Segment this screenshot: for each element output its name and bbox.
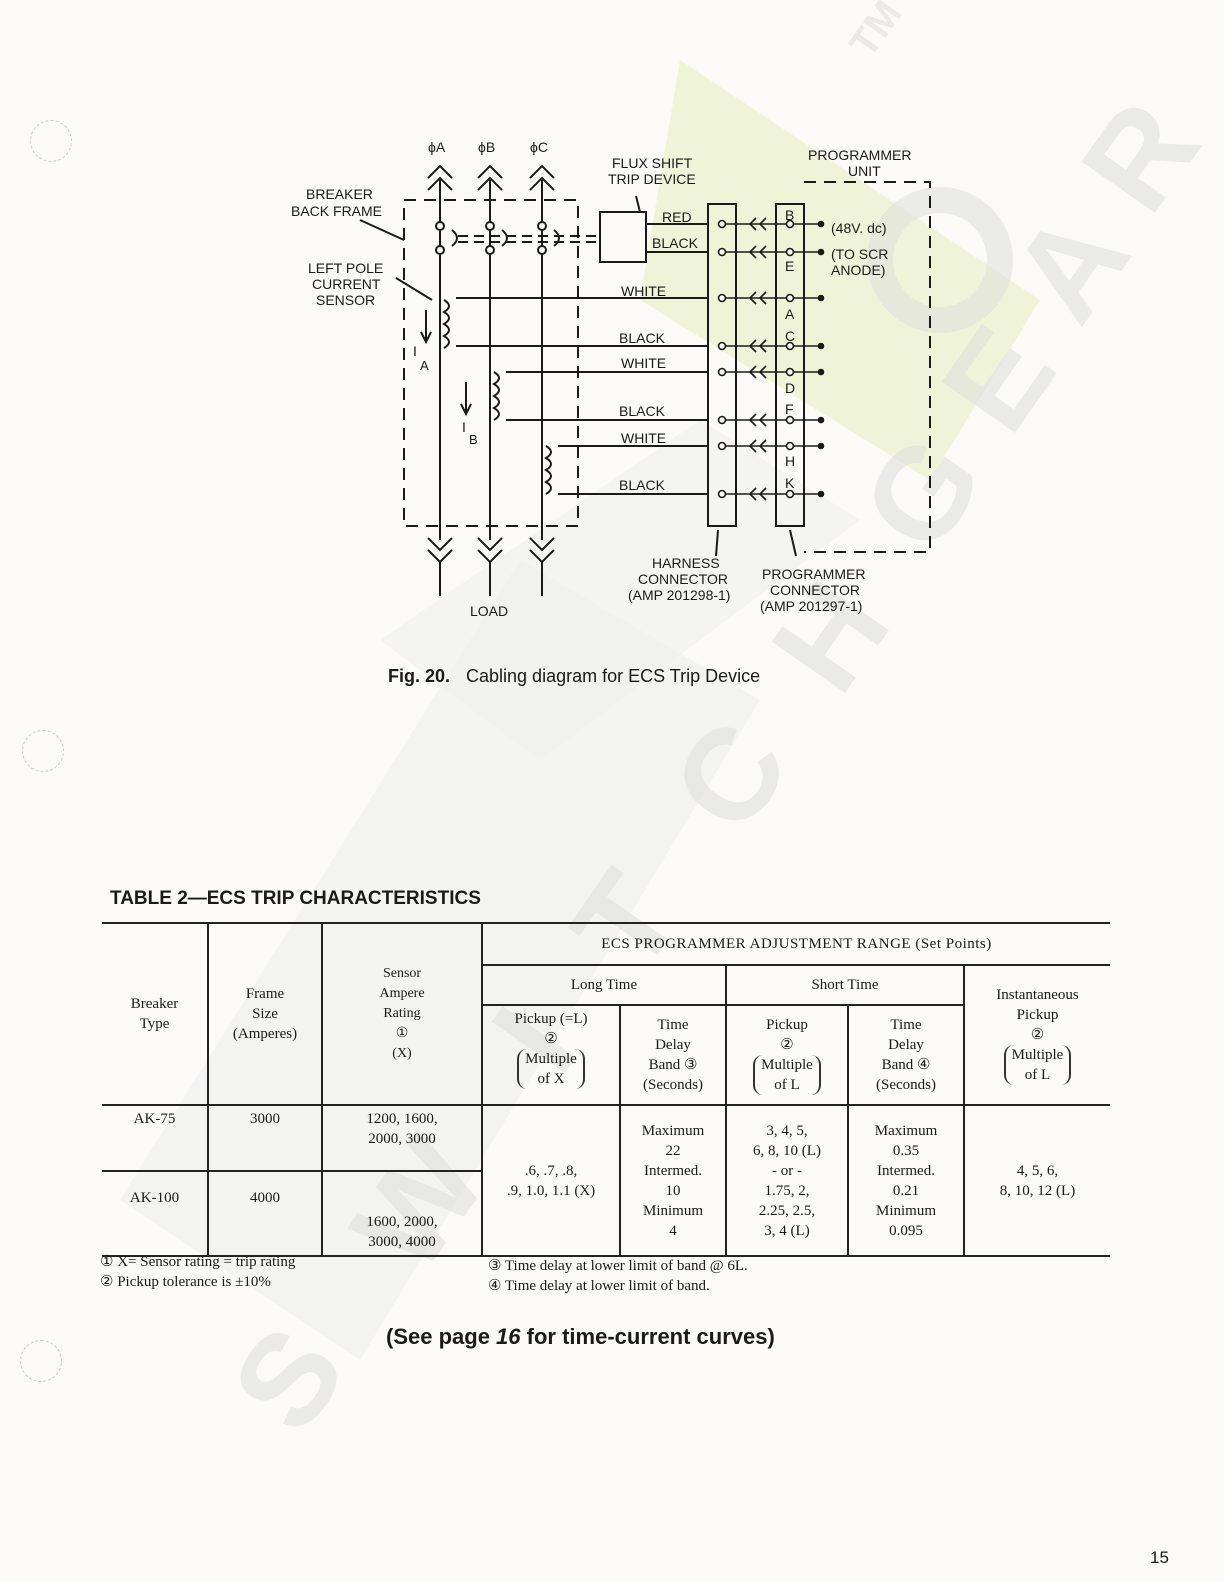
pin-label: K	[785, 475, 795, 491]
phase-a-label: ϕA	[428, 139, 446, 155]
breaker-label: BACK FRAME	[291, 203, 382, 219]
wire-label: BLACK	[652, 235, 699, 251]
cell-lt-pickup: .6, .7, .8,.9, 1.0, 1.1 (X)	[481, 1104, 621, 1257]
punch-hole	[20, 1340, 62, 1382]
breaker-label: BREAKER	[306, 186, 373, 202]
punch-hole	[30, 120, 72, 162]
cell-st-pickup: 3, 4, 5,6, 8, 10 (L)- or -1.75, 2,2.25, …	[725, 1104, 849, 1257]
flux-label: FLUX SHIFT	[612, 155, 693, 171]
header-adjustment-range: ECS PROGRAMMER ADJUSTMENT RANGE (Set Poi…	[481, 922, 1110, 966]
table-row: AK-100 4000 1600, 2000,3000, 4000	[102, 1170, 1110, 1257]
see-page-note: (See page 16 for time-current curves)	[386, 1324, 775, 1349]
phase-c-label: ϕC	[530, 139, 548, 155]
wire-label: BLACK	[619, 477, 666, 493]
figure-text: Cabling diagram for ECS Trip Device	[466, 666, 761, 686]
cell-frame-size: 3000	[207, 1104, 323, 1172]
pin-label: F	[785, 401, 794, 417]
figure-number: Fig. 20.	[388, 666, 451, 686]
sensor-label: LEFT POLE	[308, 260, 383, 276]
see-page-link[interactable]: 16	[496, 1324, 521, 1349]
pin-label: E	[785, 258, 794, 274]
figure-caption: Fig. 20. Cabling diagram for ECS Trip Dev…	[388, 666, 760, 687]
footnote: ④ Time delay at lower limit of band.	[488, 1278, 710, 1294]
punch-hole	[22, 730, 64, 772]
cell-sensor-rating: 1200, 1600,2000, 3000	[321, 1104, 483, 1172]
svg-text:A: A	[983, 185, 1156, 346]
wire-label: BLACK	[619, 330, 666, 346]
svg-text:R: R	[1053, 75, 1224, 236]
pin-label: H	[785, 453, 795, 469]
harness-label: CONNECTOR	[638, 571, 728, 587]
cabling-diagram: ϕA ϕB ϕC BREAKER BACK FRAME LEFT POLE CU…	[291, 139, 931, 619]
wire-label: WHITE	[621, 355, 666, 371]
wire-label: WHITE	[621, 430, 666, 446]
pin-label: C	[785, 328, 795, 344]
load-label: LOAD	[470, 603, 508, 619]
footnote: ① X= Sensor rating = trip rating	[100, 1254, 296, 1270]
header-short-time: Short Time	[725, 964, 965, 1006]
svg-text:S: S	[203, 1301, 372, 1456]
programmer-unit-label: UNIT	[848, 163, 881, 179]
prog-connector-label: (AMP 201297-1)	[760, 598, 862, 614]
harness-label: HARNESS	[652, 555, 720, 571]
phase-b-label: ϕB	[478, 139, 495, 155]
page-number: 15	[1150, 1548, 1169, 1567]
footnote: ② Pickup tolerance is ±10%	[100, 1274, 271, 1290]
current-a-label: A	[420, 358, 429, 373]
programmer-unit-label: PROGRAMMER	[808, 147, 911, 163]
svg-text:TM: TM	[841, 0, 910, 65]
table-row: AK-75 3000 1200, 1600,2000, 3000 .6, .7,…	[102, 1104, 1110, 1257]
footnote: ③ Time delay at lower limit of band @ 6L…	[488, 1258, 748, 1274]
cell-sensor-rating: 1600, 2000,3000, 4000	[321, 1170, 483, 1257]
dc-note: (48V. dc)	[831, 220, 887, 236]
sensor-label: SENSOR	[316, 292, 375, 308]
current-a-label: I	[413, 343, 417, 359]
harness-label: (AMP 201298-1)	[628, 587, 730, 603]
cell-breaker-type: AK-75	[102, 1104, 209, 1172]
prog-connector-label: CONNECTOR	[770, 582, 860, 598]
current-b-label: I	[462, 419, 466, 435]
flux-label: TRIP DEVICE	[608, 171, 696, 187]
sensor-label: CURRENT	[312, 276, 381, 292]
scr-note: (TO SCR	[831, 246, 888, 262]
svg-text:C: C	[643, 695, 816, 856]
pin-label: B	[785, 207, 794, 223]
wire-label: BLACK	[619, 403, 666, 419]
cell-instantaneous: 4, 5, 6,8, 10, 12 (L)	[963, 1104, 1110, 1257]
pin-label: D	[785, 380, 795, 396]
prog-connector-label: PROGRAMMER	[762, 566, 865, 582]
pin-label: A	[785, 306, 795, 322]
wire-label: WHITE	[621, 283, 666, 299]
scr-note: ANODE)	[831, 262, 885, 278]
wire-label: RED	[662, 209, 692, 225]
cell-breaker-type: AK-100	[102, 1170, 209, 1257]
cell-frame-size: 4000	[207, 1170, 323, 1257]
table-title: TABLE 2—ECS TRIP CHARACTERISTICS	[110, 888, 481, 909]
current-b-label: B	[469, 432, 478, 447]
header-long-time: Long Time	[481, 964, 727, 1006]
